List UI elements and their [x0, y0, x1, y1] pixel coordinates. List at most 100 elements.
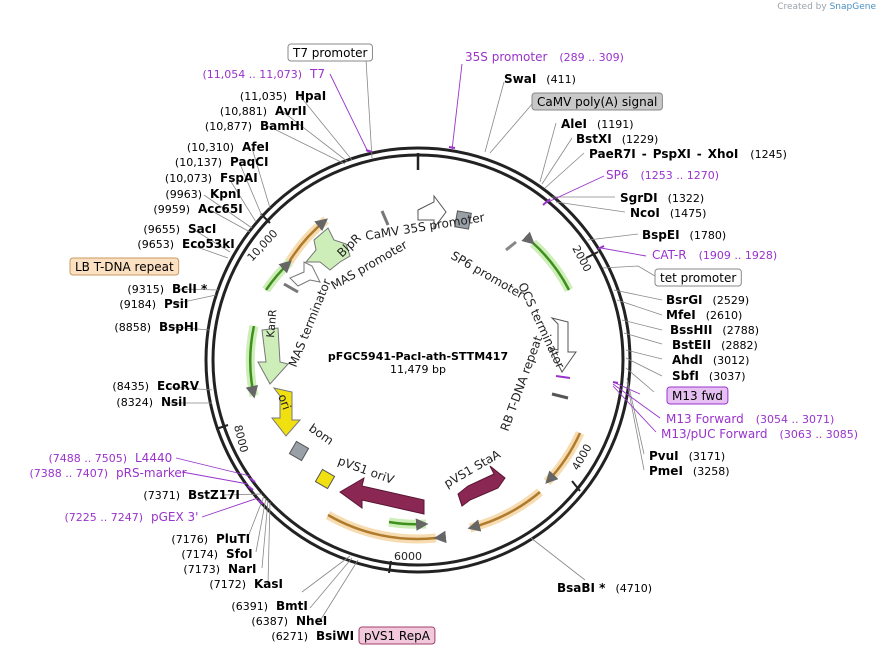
primer-range: (7388 .. 7407): [29, 467, 108, 480]
site-position: (6387): [251, 615, 288, 628]
pvs1-oriv-box: [314, 468, 336, 490]
tick-6000: [388, 560, 392, 574]
site-position: (1322): [668, 192, 705, 205]
label-pvs1-repa-box: [358, 626, 436, 645]
primer-range: (3063 .. 3085): [780, 428, 859, 441]
site-position: (9184): [119, 298, 156, 311]
site-position: (10,073): [165, 172, 212, 185]
site-name: KasI: [254, 577, 283, 591]
site-position: (4710): [615, 582, 652, 595]
tick-2000: [585, 251, 599, 259]
blpr-arrow: [304, 227, 351, 271]
label-t7-promoter: T7 promoter: [292, 46, 368, 60]
green-feature-d-arrow: [388, 518, 429, 531]
site-name: HpaI: [295, 89, 326, 103]
label-m13-fwd: M13 fwd: [672, 389, 723, 403]
site-name: BssHII: [670, 323, 712, 337]
site-name: AleI: [561, 117, 587, 131]
camv-mark: [380, 210, 390, 226]
site-position: (1245): [750, 148, 787, 161]
site-name: NcoI: [630, 206, 660, 220]
site-name: NsiI: [161, 395, 187, 409]
label-camv-polya-signal-box: [531, 92, 663, 111]
primer-name: pGEX 3': [151, 510, 198, 524]
mas-promoter-arrow: [289, 261, 321, 287]
site-name: BsrGI: [666, 293, 703, 307]
site-position: (3171): [689, 450, 726, 463]
camv-35s-promoter-arrow: [417, 194, 447, 230]
plasmid-length: 11,479 bp: [390, 363, 446, 376]
primer-range: (11,054 .. 11,073): [202, 68, 302, 81]
feature-label-bom: bom: [306, 421, 336, 448]
site-position: (7371): [143, 489, 180, 502]
label-camv-polya-signal: CaMV poly(A) signal: [537, 95, 657, 109]
site-position: (10,877): [205, 120, 252, 133]
site-position: (2610): [706, 309, 743, 322]
site-name: Eco53kI: [182, 237, 235, 251]
site-name: BstZ17I: [188, 488, 240, 502]
primer-range: (1253 .. 1270): [641, 169, 720, 182]
site-name: KpnI: [210, 187, 241, 201]
site-name: BspHI: [159, 320, 198, 334]
site-name: FspAI: [220, 171, 258, 185]
rb-tdna-mark: [551, 392, 569, 400]
site-position: (8324): [116, 396, 153, 409]
mas-terminator-mark: [283, 282, 299, 294]
primer-name: pRS-marker: [116, 466, 187, 480]
leader-lines: [169, 59, 663, 625]
site-name: NheI: [296, 614, 327, 628]
site-position: (8858): [114, 321, 151, 334]
label-pvs1-repa: pVS1 RepA: [364, 629, 431, 643]
tick-4000: [571, 480, 581, 492]
primer-name: T7: [309, 67, 325, 81]
primer-name: M13/pUC Forward: [661, 427, 768, 441]
orange-feature-c-arrow: [467, 491, 541, 532]
site-position: (6391): [231, 600, 268, 613]
site-name: SfoI: [226, 547, 253, 561]
site-name: SacI: [188, 222, 216, 236]
site-name: PaqCI: [230, 155, 268, 169]
primer-range: (3054 .. 3071): [756, 413, 835, 426]
site-position: (7172): [209, 578, 246, 591]
kanr-arrow: [257, 327, 289, 385]
site-name: PluTI: [216, 532, 250, 546]
snapgene-logo-text: SnapGene: [829, 2, 876, 12]
ocs-terminator-arrow: [549, 317, 577, 373]
site-position: (2882): [721, 339, 758, 352]
site-name: BstXI: [576, 132, 612, 146]
site-position: (3258): [693, 465, 730, 478]
site-position: (9963): [165, 188, 202, 201]
label-tet-promoter-box: [654, 268, 742, 287]
site-position: (411): [546, 73, 576, 86]
green-feature-a: [529, 239, 574, 293]
site-position: (2529): [713, 294, 750, 307]
site-name: SwaI: [504, 72, 536, 86]
site-position: (8435): [112, 380, 149, 393]
site-position: (9653): [137, 238, 174, 251]
green-feature-c-arrow: [245, 325, 258, 399]
orange-feature-a-arrow: [287, 218, 328, 263]
primer-name: 35S promoter: [465, 50, 547, 64]
site-name: BsaBI *: [557, 581, 606, 595]
site-name: BmtI: [276, 599, 308, 613]
orange-feature-c: [468, 488, 543, 533]
orange-feature-b-arrow: [545, 432, 582, 484]
site-position: (7173): [183, 563, 220, 576]
site-position: (9655): [143, 223, 180, 236]
site-name-pspxi: PspXI: [653, 147, 691, 161]
site-position: (7176): [171, 533, 208, 546]
label-lb-tdna-repeat-box: [69, 257, 180, 276]
primer-range: (7225 .. 7247): [64, 511, 143, 524]
sp6-promoter-mark: [505, 240, 517, 252]
primer-markers: [247, 146, 619, 505]
site-name: BsiWI: [316, 629, 354, 643]
pvs1-orivx-arrow: [339, 476, 425, 515]
tick-label-6000: 6000: [394, 550, 422, 563]
primer-range: (7488 .. 7505): [48, 452, 127, 465]
plasmid-name: pFGC5941-PacI-ath-STTM417: [328, 350, 508, 363]
site-position: (10,881): [220, 105, 267, 118]
site-name: PsiI: [164, 297, 188, 311]
label-m13-fwd-box: [666, 386, 729, 405]
primer-range: (1909 .. 1928): [699, 249, 778, 262]
